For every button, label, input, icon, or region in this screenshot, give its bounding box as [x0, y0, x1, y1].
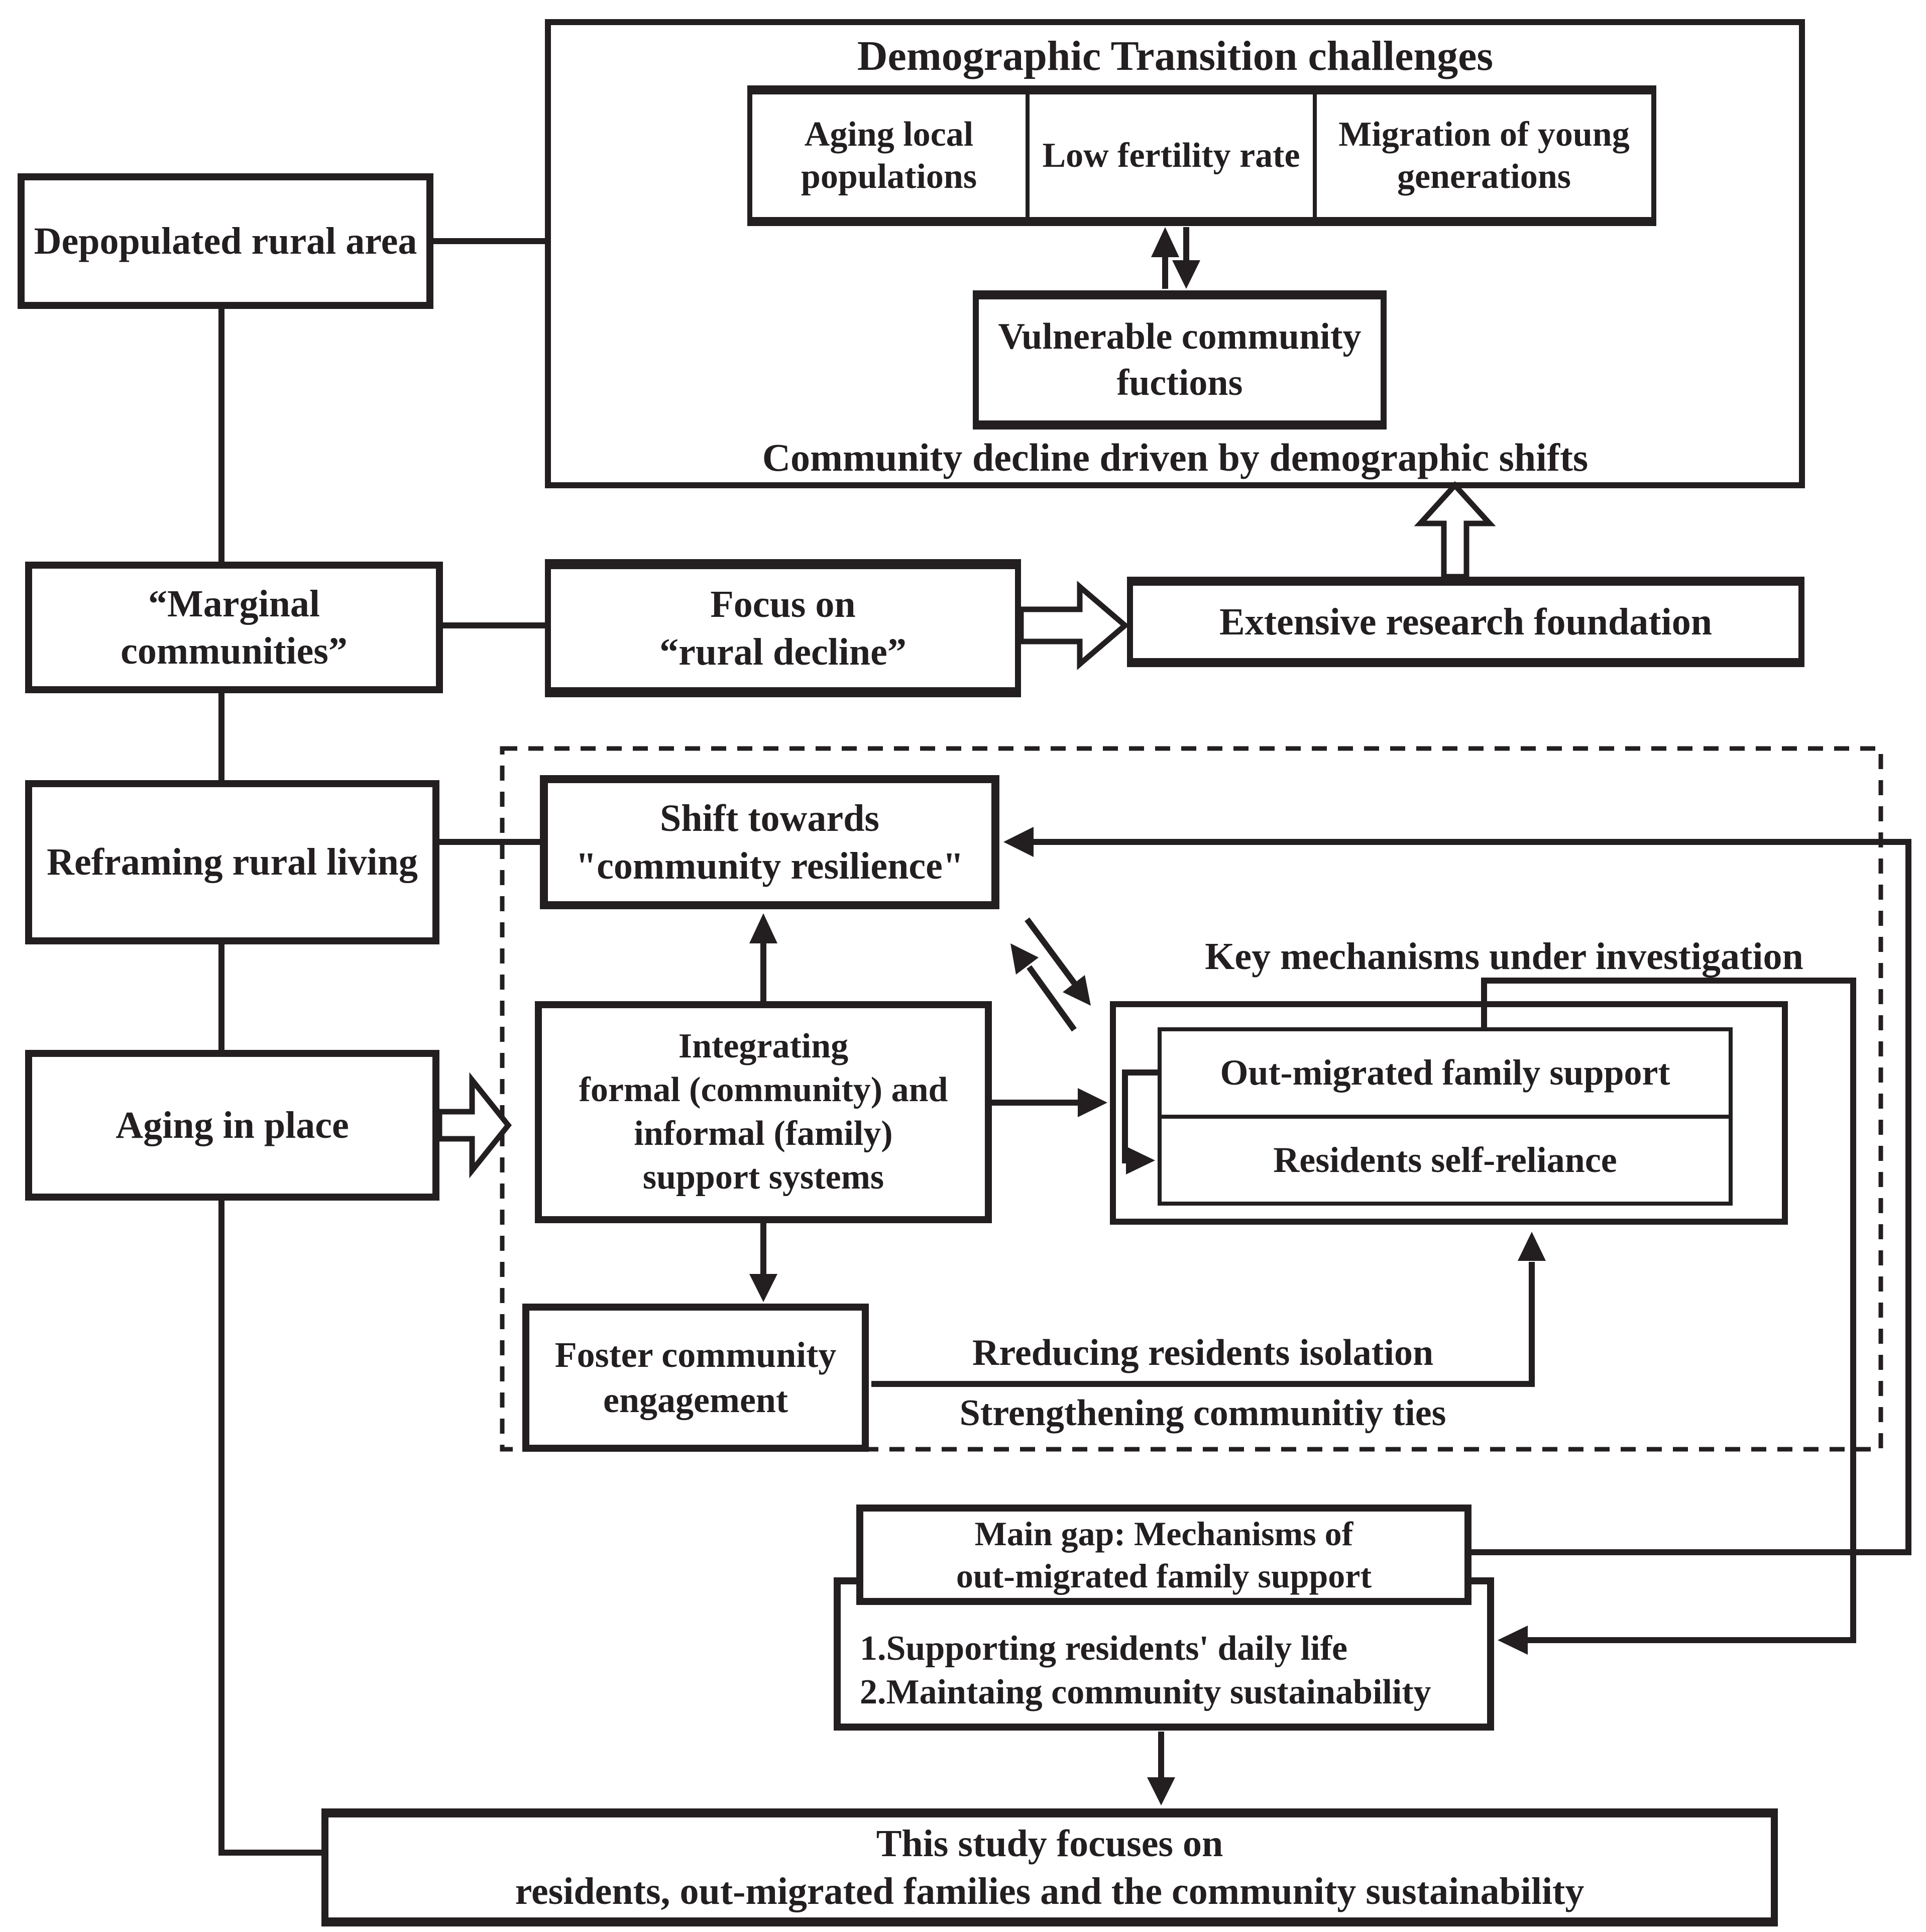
feedback-arrowhead — [1003, 827, 1034, 857]
exchange-upleft-arrowhead — [1010, 943, 1039, 975]
reframing-rural-living-box: Reframing rural living — [25, 780, 439, 944]
aging-block-arrow — [436, 1072, 512, 1178]
reducing-isolation-label: Rreducing residents isolation — [972, 1332, 1434, 1374]
feedback-loop-line — [1032, 839, 1911, 1555]
foster-engagement-box: Foster community engagement — [522, 1304, 869, 1452]
focus-rural-decline-box: Focus on “rural decline” — [545, 559, 1021, 697]
dashed-scope-rect — [500, 746, 1883, 1452]
updown-down-arrowhead — [1172, 260, 1200, 289]
challenge-cell-aging: Aging local populations — [752, 94, 1030, 217]
mechanisms-inner-box: Out-migrated family support Residents se… — [1158, 1027, 1733, 1206]
vulnerable-functions-box: Vulnerable community fuctions — [973, 290, 1387, 430]
updown-up-arrowhead — [1151, 227, 1179, 257]
exchange-diagonal-lines — [1025, 917, 1078, 1032]
out-migrated-support-cell: Out-migrated family support — [1162, 1031, 1729, 1119]
exchange-downright-arrowhead — [1063, 975, 1091, 1006]
isolation-underline-line — [871, 1262, 1535, 1387]
shift-community-resilience-box: Shift towards "community resilience" — [540, 775, 999, 909]
marginal-communities-box: “Marginal communities” — [25, 562, 443, 693]
key-mechanisms-label: Key mechanisms under investigation — [1205, 935, 1803, 978]
integrating-up-arrowhead — [749, 913, 777, 943]
loop-arrowhead — [1126, 1146, 1155, 1174]
demographic-title: Demographic Transition challenges — [857, 32, 1494, 79]
focus-block-arrow — [1018, 581, 1129, 670]
integrating-support-systems-box: Integrating formal (community) and infor… — [535, 1001, 992, 1223]
support-functions-text: 1.Supporting residents' daily life 2.Mai… — [860, 1629, 1431, 1712]
main-gap-box: Main gap: Mechanisms of out-migrated fam… — [856, 1505, 1471, 1605]
mechanisms-container-box — [1110, 1001, 1788, 1225]
aging-in-place-box: Aging in place — [25, 1050, 439, 1201]
integrating-right-arrowhead — [1078, 1088, 1107, 1117]
demographic-container-box — [545, 19, 1805, 488]
challenge-cell-fertility: Low fertility rate — [1030, 94, 1317, 217]
depopulated-rural-area-box: Depopulated rural area — [18, 173, 433, 309]
challenge-row: Aging local populations Low fertility ra… — [747, 85, 1656, 226]
mechanism-bracket-line — [1481, 978, 1856, 1643]
integrating-down-arrowhead — [749, 1274, 777, 1302]
study-focus-box: This study focuses on residents, out-mig… — [321, 1808, 1778, 1926]
community-decline-caption: Community decline driven by demographic … — [762, 435, 1589, 479]
bracket-arrowhead — [1498, 1626, 1528, 1655]
challenge-cell-migration: Migration of young generations — [1338, 115, 1630, 196]
residents-self-reliance-cell: Residents self-reliance — [1273, 1139, 1617, 1180]
updown-arrow-lines — [1162, 227, 1189, 289]
extensive-up-block-arrow — [1414, 481, 1496, 580]
strengthening-ties-label: Strengthening communitiy ties — [959, 1392, 1446, 1434]
functions-down-arrowhead — [1147, 1777, 1175, 1805]
isolation-up-arrowhead — [1518, 1232, 1546, 1261]
extensive-research-box: Extensive research foundation — [1127, 577, 1804, 667]
